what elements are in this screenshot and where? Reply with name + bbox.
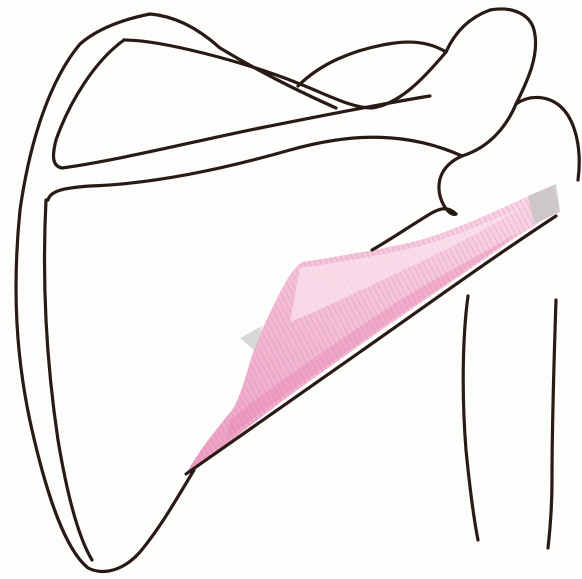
humerus-shaft-medial: [463, 296, 478, 540]
muscle-shading: [186, 184, 560, 474]
humeral-head: [439, 156, 462, 214]
humerus-head-cap: [516, 97, 579, 180]
scapular-spine-upper: [150, 14, 336, 108]
acromion-outline: [124, 40, 446, 108]
spine-lower-ridge: [48, 137, 462, 200]
scapula-body-outline: [16, 14, 194, 571]
humerus-shaft-lateral: [548, 300, 556, 548]
acromion-tip: [446, 9, 536, 156]
acromion-top: [298, 42, 446, 86]
